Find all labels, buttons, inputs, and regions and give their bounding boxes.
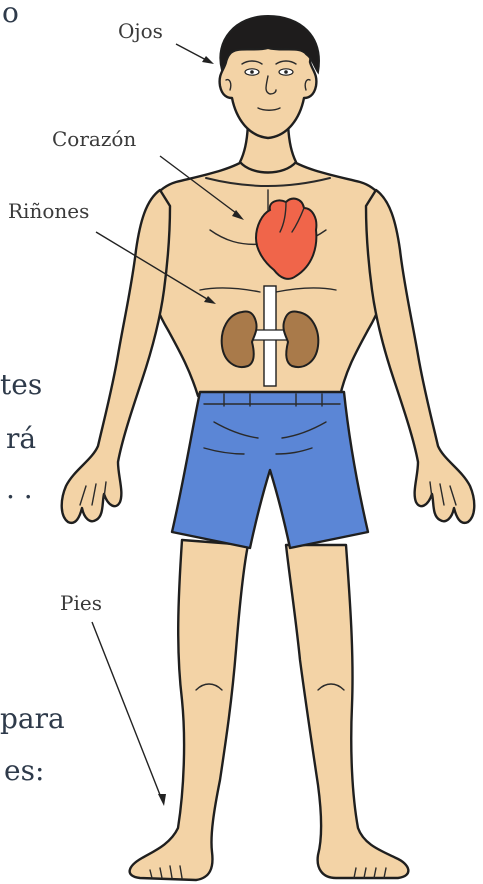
label-eyes: Ojos — [118, 19, 163, 43]
right-arm — [366, 190, 474, 523]
label-kidneys: Riñones — [8, 199, 89, 223]
right-leg — [286, 545, 408, 878]
cropped-text-line-2: rá — [6, 422, 36, 455]
cropped-text-line-3: . . — [6, 472, 33, 505]
label-feet-group: Pies — [60, 591, 166, 806]
cropped-text-line-1: tes — [0, 368, 42, 401]
cropped-text-line-5: es: — [4, 754, 44, 787]
cropped-text-top: o — [2, 0, 19, 29]
shorts — [172, 392, 368, 548]
left-arm — [62, 190, 170, 523]
label-eyes-group: Ojos — [118, 19, 214, 64]
cropped-text-line-4: para — [0, 702, 65, 735]
label-feet: Pies — [60, 591, 102, 615]
label-heart: Corazón — [52, 127, 136, 151]
left-leg — [130, 540, 248, 880]
